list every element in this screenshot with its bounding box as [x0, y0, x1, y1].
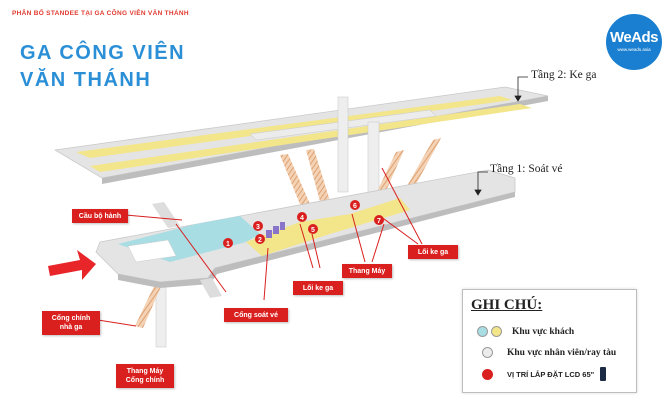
lcd-marker-1[interactable]: 1 — [223, 238, 233, 248]
callout-elevator: Thang Máy — [342, 264, 392, 278]
callout-text: nhà ga — [59, 324, 83, 331]
grey-dot-icon — [482, 347, 493, 358]
ticket-hall-floor — [95, 169, 516, 298]
callout-platform-exit-right: Lối ke ga — [408, 245, 458, 259]
title-line-2: VĂN THÁNH — [20, 69, 152, 91]
marker-number: 1 — [226, 241, 230, 248]
legend-customer-area: Khu vực khách — [477, 326, 574, 337]
marker-number: 6 — [353, 203, 357, 210]
legend: GHI CHÚ: Khu vực khách Khu vực nhân viên… — [462, 289, 637, 393]
legend-lcd-position: VỊ TRÍ LẮP ĐẶT LCD 65" — [482, 367, 607, 381]
legend-customer-label: Khu vực khách — [512, 326, 575, 337]
lcd-marker-5[interactable]: 5 — [308, 224, 318, 234]
blue-dot-icon — [477, 326, 488, 337]
callout-text: Cầu bộ hành — [78, 212, 122, 220]
legend-staff-area: Khu vực nhân viên/ray tàu — [482, 347, 616, 358]
floor-2-label: Tầng 2: Ke ga — [531, 69, 597, 81]
floor-label-arrows — [474, 76, 528, 196]
yellow-dot-icon — [491, 326, 502, 337]
marker-number: 7 — [377, 218, 381, 225]
callout-text: Thang Máy — [348, 267, 386, 275]
lcd-marker-6[interactable]: 6 — [350, 200, 360, 210]
legend-title: GHI CHÚ: — [471, 297, 543, 313]
callout-ticket-gate: Cổng soát vé — [224, 308, 288, 322]
callout-text: Cổng chính — [125, 377, 165, 384]
lcd-marker-7[interactable]: 7 — [374, 215, 384, 225]
red-dot-icon — [482, 368, 493, 380]
marker-number: 4 — [300, 215, 304, 222]
callout-leaders — [97, 167, 423, 327]
lcd-marker-3[interactable]: 3 — [253, 221, 263, 231]
title-line-1: GA CÔNG VIÊN — [20, 42, 186, 64]
weads-logo: WeAds www.weads.asia — [606, 14, 662, 70]
legend-lcd-label: VỊ TRÍ LẮP ĐẶT LCD 65" — [507, 369, 595, 379]
callout-platform-exit-left: Lối ke ga — [293, 281, 343, 295]
lcd-marker-2[interactable]: 2 — [255, 234, 265, 244]
callout-text: Lối ke ga — [302, 284, 334, 292]
marker-number: 5 — [311, 227, 315, 234]
legend-staff-label: Khu vực nhân viên/ray tàu — [507, 347, 617, 358]
callout-text: Cổng chính — [51, 315, 91, 322]
logo-name: WeAds — [609, 29, 659, 46]
lcd-screen-icon — [600, 367, 607, 381]
marker-number: 2 — [258, 237, 262, 244]
page-title: GA CÔNG VIÊN VĂN THÁNH — [20, 40, 185, 94]
floor-1-label: Tầng 1: Soát vé — [490, 163, 563, 175]
callout-pedestrian-bridge: Cầu bộ hành — [72, 209, 128, 223]
callout-main-gate: Cổng chính nhà ga — [42, 311, 100, 335]
marker-number: 3 — [256, 224, 260, 231]
callout-text: Lối ke ga — [417, 248, 449, 256]
lcd-marker-4[interactable]: 4 — [297, 212, 307, 222]
platform-floor — [53, 86, 549, 184]
header-tag: PHÂN BỔ STANDEE TẠI GA CÔNG VIÊN VĂN THÁ… — [12, 10, 189, 17]
callout-text: Thang Máy — [126, 368, 164, 375]
logo-url: www.weads.asia — [617, 47, 651, 52]
callout-main-elevator: Thang Máy Cổng chính — [116, 364, 174, 388]
entrance-arrow — [48, 250, 96, 280]
callout-text: Cổng soát vé — [234, 311, 278, 319]
